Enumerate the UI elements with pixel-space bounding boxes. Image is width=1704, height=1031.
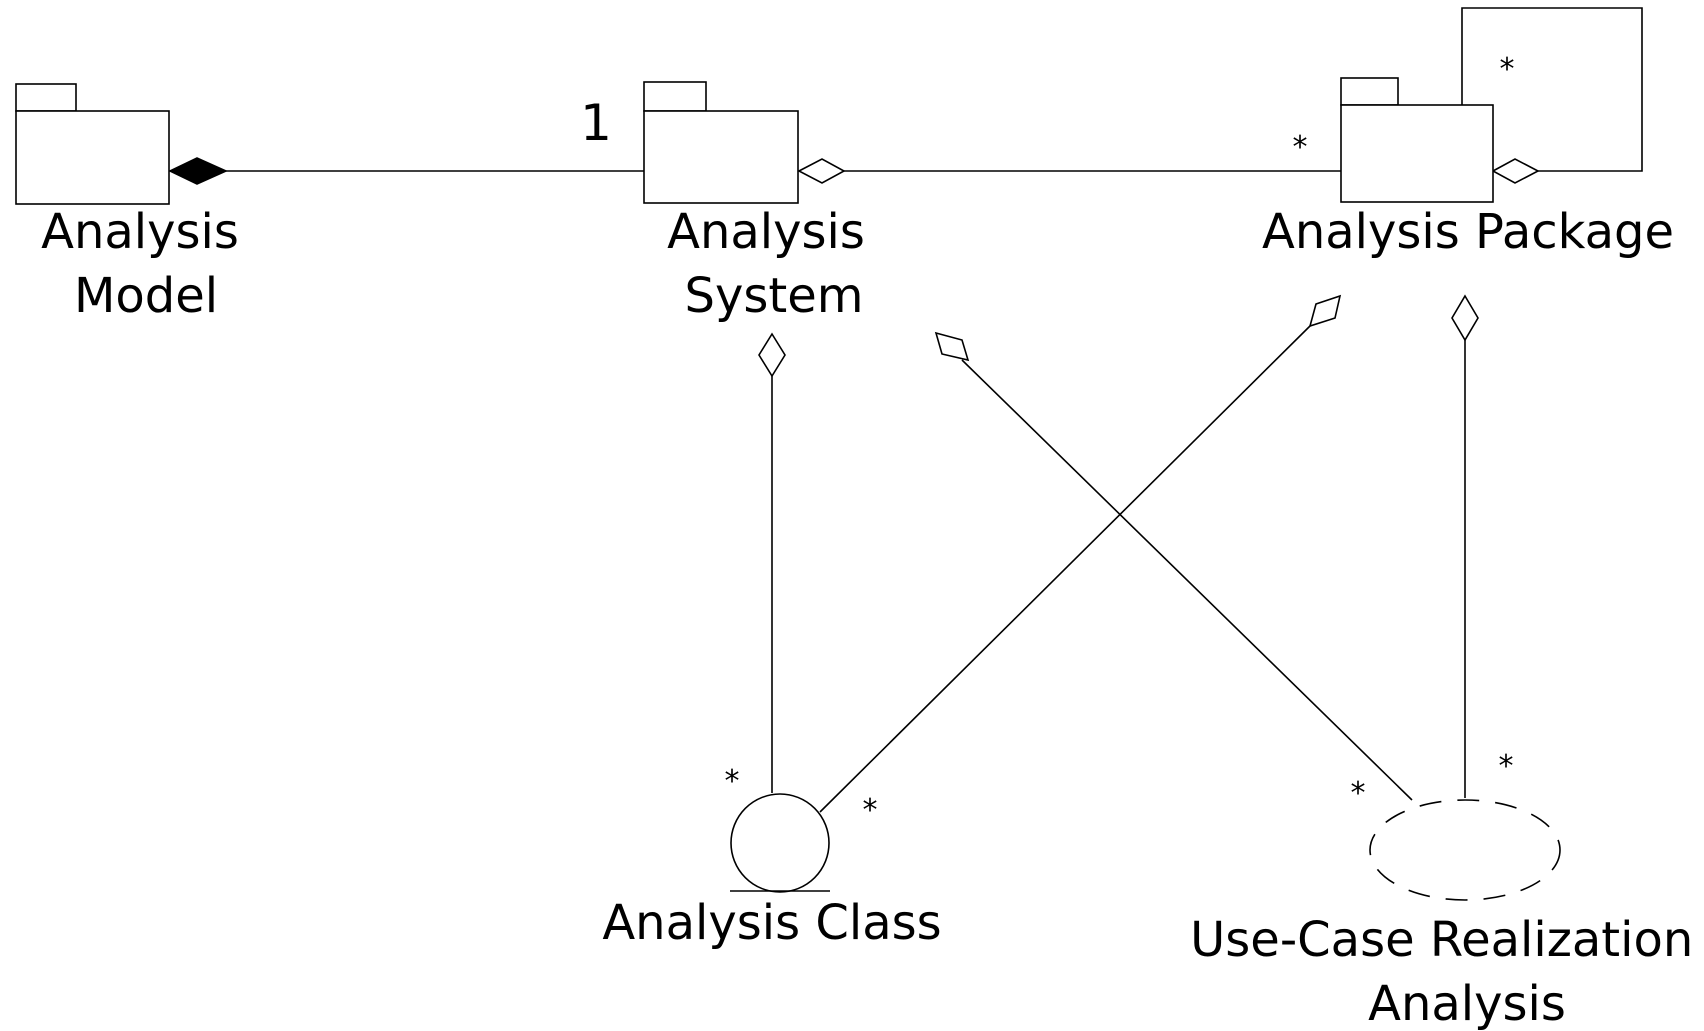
- multiplicity-class-system-end: *: [725, 764, 740, 799]
- multiplicity-model-system-system-end: 1: [580, 94, 612, 152]
- label-use-case-realization-line1: Use-Case Realization -: [1190, 912, 1704, 968]
- package-icon-analysis-model: [15, 83, 170, 205]
- label-analysis-class: Analysis Class: [602, 895, 941, 951]
- multiplicity-ucr-system-end: *: [1351, 776, 1366, 811]
- label-analysis-package: Analysis Package: [1262, 204, 1674, 260]
- edge-system-ucr: [961, 359, 1413, 801]
- entity-class-icon: [730, 793, 830, 893]
- aggregation-diamond-system-to-ucr: [934, 331, 970, 362]
- aggregation-diamond-system-to-package: [797, 158, 846, 184]
- multiplicity-system-package-package-end: *: [1293, 130, 1308, 165]
- package-icon-analysis-system: [643, 81, 799, 204]
- multiplicity-ucr-package-end: *: [1499, 749, 1514, 784]
- label-analysis-model-line1: Analysis: [41, 204, 239, 260]
- package-icon-analysis-package: [1340, 77, 1494, 203]
- use-case-realization-icon: [1369, 799, 1561, 901]
- multiplicity-package-self-end: *: [1500, 52, 1515, 87]
- multiplicity-class-package-end: *: [863, 793, 878, 828]
- aggregation-diamond-package-to-ucr: [1451, 294, 1479, 342]
- aggregation-diamond-system-to-class: [758, 332, 786, 378]
- composite-diamond-model-end: [168, 157, 228, 185]
- edge-package-class: [819, 325, 1311, 813]
- aggregation-diamond-package-to-class: [1308, 294, 1342, 328]
- label-use-case-realization-line2: Analysis: [1368, 976, 1566, 1031]
- edge-package-self-loop: [1461, 7, 1643, 172]
- label-analysis-model-line2: Model: [74, 268, 218, 324]
- label-analysis-system-line1: Analysis: [667, 204, 865, 260]
- label-analysis-system-line2: System: [685, 268, 864, 324]
- aggregation-diamond-package-self: [1491, 158, 1540, 184]
